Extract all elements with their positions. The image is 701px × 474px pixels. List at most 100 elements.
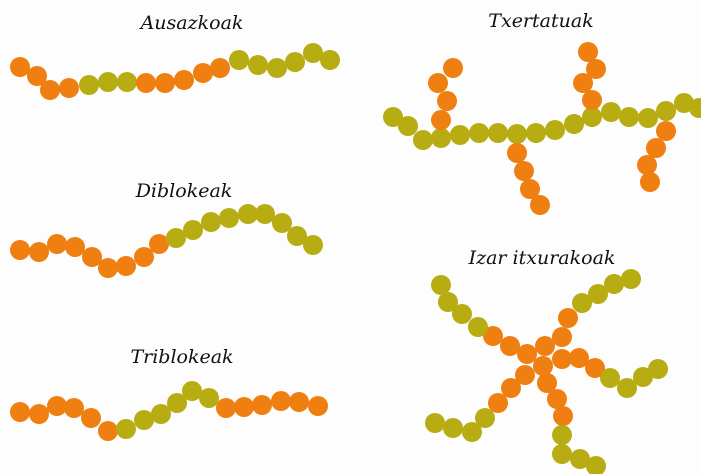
orange-monomer [216,398,236,418]
olive-monomer [526,123,546,143]
orange-monomer [59,78,79,98]
olive-monomer [572,293,592,313]
orange-monomer [210,58,230,78]
orange-monomer [134,247,154,267]
olive-monomer [219,208,239,228]
orange-monomer [308,396,328,416]
olive-monomer [648,359,668,379]
olive-monomer [604,274,624,294]
diblock-chain [10,204,323,278]
olive-monomer [570,449,590,469]
random-chain [10,43,340,100]
orange-monomer [443,58,463,78]
orange-monomer [553,406,573,426]
orange-monomer [27,66,47,86]
orange-monomer [98,421,118,441]
orange-monomer [193,63,213,83]
orange-monomer [517,344,537,364]
orange-monomer [149,234,169,254]
olive-monomer [633,367,653,387]
orange-monomer [573,73,593,93]
grafted-branch-1 [428,58,463,130]
orange-monomer [586,59,606,79]
olive-monomer [462,422,482,442]
orange-monomer [431,110,451,130]
grafted-backbone [383,93,701,150]
orange-monomer [65,237,85,257]
olive-monomer [413,130,433,150]
olive-monomer [488,123,508,143]
olive-monomer [255,204,275,224]
orange-monomer [530,195,550,215]
triblock-chain [10,381,328,441]
star-core [533,336,555,376]
orange-monomer [271,391,291,411]
olive-monomer [320,50,340,70]
orange-monomer [252,395,272,415]
grafted-branch-3 [573,42,606,110]
olive-monomer [564,114,584,134]
label-random: Ausazkoak [140,12,244,34]
label-diblock: Diblokeak [135,180,233,202]
orange-monomer [29,242,49,262]
orange-monomer [10,240,30,260]
orange-monomer [155,73,175,93]
orange-monomer [29,404,49,424]
orange-monomer [537,373,557,393]
olive-monomer [552,444,572,464]
orange-monomer [64,398,84,418]
olive-monomer [116,419,136,439]
grafted-branch-2 [507,143,550,215]
olive-monomer [285,52,305,72]
star-arm-s [537,373,606,474]
orange-monomer [646,138,666,158]
olive-monomer [601,102,621,122]
olive-monomer [182,381,202,401]
orange-monomer [10,57,30,77]
label-star: Izar itxurakoak [468,247,616,269]
olive-monomer [98,72,118,92]
olive-monomer [545,120,565,140]
olive-monomer [248,55,268,75]
olive-monomer [183,220,203,240]
olive-monomer [438,292,458,312]
olive-monomer [443,418,463,438]
orange-monomer [483,326,503,346]
olive-monomer [383,107,403,127]
olive-monomer [588,284,608,304]
olive-monomer [167,393,187,413]
olive-monomer [134,410,154,430]
orange-monomer [640,172,660,192]
orange-monomer [507,143,527,163]
orange-monomer [637,155,657,175]
olive-monomer [431,128,451,148]
star-arm-e [552,348,668,398]
olive-monomer [151,404,171,424]
orange-monomer [520,179,540,199]
orange-monomer [569,348,589,368]
orange-monomer [656,121,676,141]
olive-monomer [468,317,488,337]
olive-monomer [586,456,606,474]
olive-monomer [267,58,287,78]
olive-monomer [431,275,451,295]
orange-monomer [558,308,578,328]
olive-monomer [229,50,249,70]
orange-monomer [533,356,553,376]
orange-monomer [174,70,194,90]
olive-monomer [238,204,258,224]
orange-monomer [552,327,572,347]
olive-monomer [656,101,676,121]
olive-monomer [689,98,701,118]
olive-monomer [452,304,472,324]
orange-monomer [82,247,102,267]
orange-monomer [10,402,30,422]
olive-monomer [166,228,186,248]
orange-monomer [234,397,254,417]
orange-monomer [535,336,555,356]
olive-monomer [303,43,323,63]
label-triblock: Triblokeak [130,346,234,368]
olive-monomer [117,72,137,92]
